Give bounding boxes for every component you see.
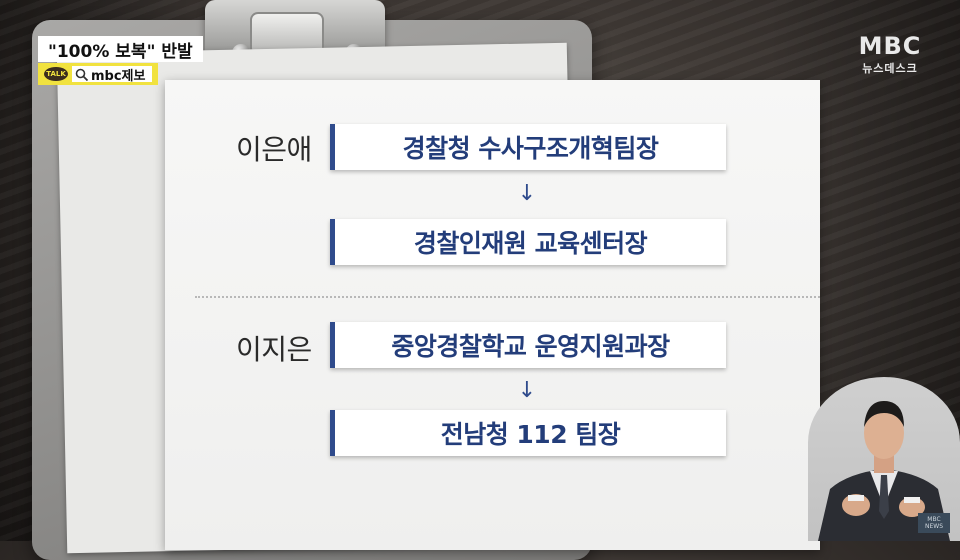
sign-interpreter-video: [808, 377, 960, 541]
position-from-1: 경찰청 수사구조개혁팀장: [330, 124, 726, 170]
position-from-2: 중앙경찰학교 운영지원과장: [330, 322, 726, 368]
logo-sub: 뉴스데스크: [862, 62, 918, 75]
interpreter-figure-icon: [818, 401, 950, 541]
person-name-1: 이은애: [236, 133, 312, 166]
person-name-2: 이지은: [236, 333, 312, 366]
kakaotalk-icon: TALK: [44, 67, 68, 81]
mbc-logo: MBC 뉴스데스크: [850, 34, 930, 76]
news-tip-bar: TALK mbc제보: [38, 63, 158, 85]
search-icon: [75, 67, 89, 82]
position-to-1: 경찰인재원 교육센터장: [330, 219, 726, 265]
logo-main: MBC: [858, 32, 922, 60]
arrow-down-icon: ↓: [517, 181, 537, 206]
section-divider: [195, 296, 820, 298]
interpreter-badge: MBC NEWS: [918, 513, 950, 533]
tip-search-box: mbc제보: [72, 66, 152, 84]
tip-text: mbc제보: [91, 68, 146, 84]
position-to-2: 전남청 112 팀장: [330, 410, 726, 456]
arrow-down-icon: ↓: [517, 378, 537, 403]
news-caption-title: "100% 보복" 반발: [38, 36, 203, 62]
